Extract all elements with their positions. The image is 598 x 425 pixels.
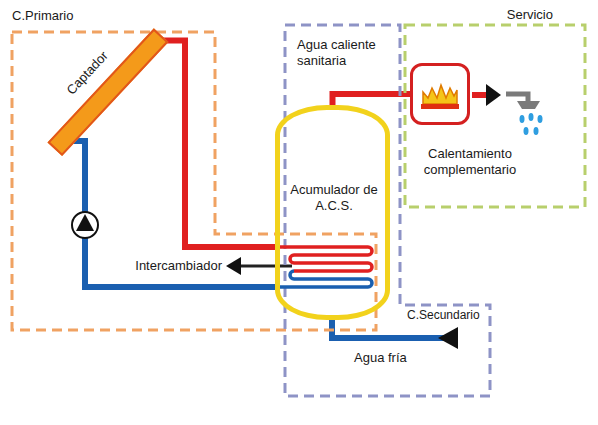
circuit-region: ServicioCalentamiento complementario — [403, 23, 587, 209]
tank-label: Acumulador de A.C.S. — [288, 182, 380, 213]
coil-hot — [280, 247, 372, 271]
solar-collector: Captador — [26, 8, 169, 156]
storage-tank: Acumulador de A.C.S. — [275, 105, 390, 320]
pipe-connector — [159, 40, 276, 247]
region-label: Servicio — [483, 7, 553, 23]
dashed-border — [405, 25, 585, 207]
shower-symbol — [506, 94, 543, 135]
heater-label: Calentamiento complementario — [405, 146, 535, 177]
free-label: Intercambiador — [122, 258, 222, 274]
pointer-arrowhead — [226, 257, 241, 275]
hot-water-pipe — [472, 92, 488, 98]
heater-box: Calentamiento complementario — [410, 63, 470, 125]
burner-bar — [421, 104, 459, 109]
flame — [423, 85, 457, 104]
coil-cold — [280, 271, 372, 287]
flame-symbol — [413, 66, 467, 122]
flow-arrow — [438, 327, 458, 349]
free-label: Agua caliente sanitaria — [297, 37, 397, 68]
pump-symbol — [72, 212, 98, 238]
region-label: C.Secundario — [407, 308, 489, 322]
pipe-connector — [333, 94, 411, 105]
region-label: C.Primario — [12, 8, 132, 24]
flow-arrow — [486, 84, 501, 106]
free-label: Agua fría — [354, 350, 444, 366]
